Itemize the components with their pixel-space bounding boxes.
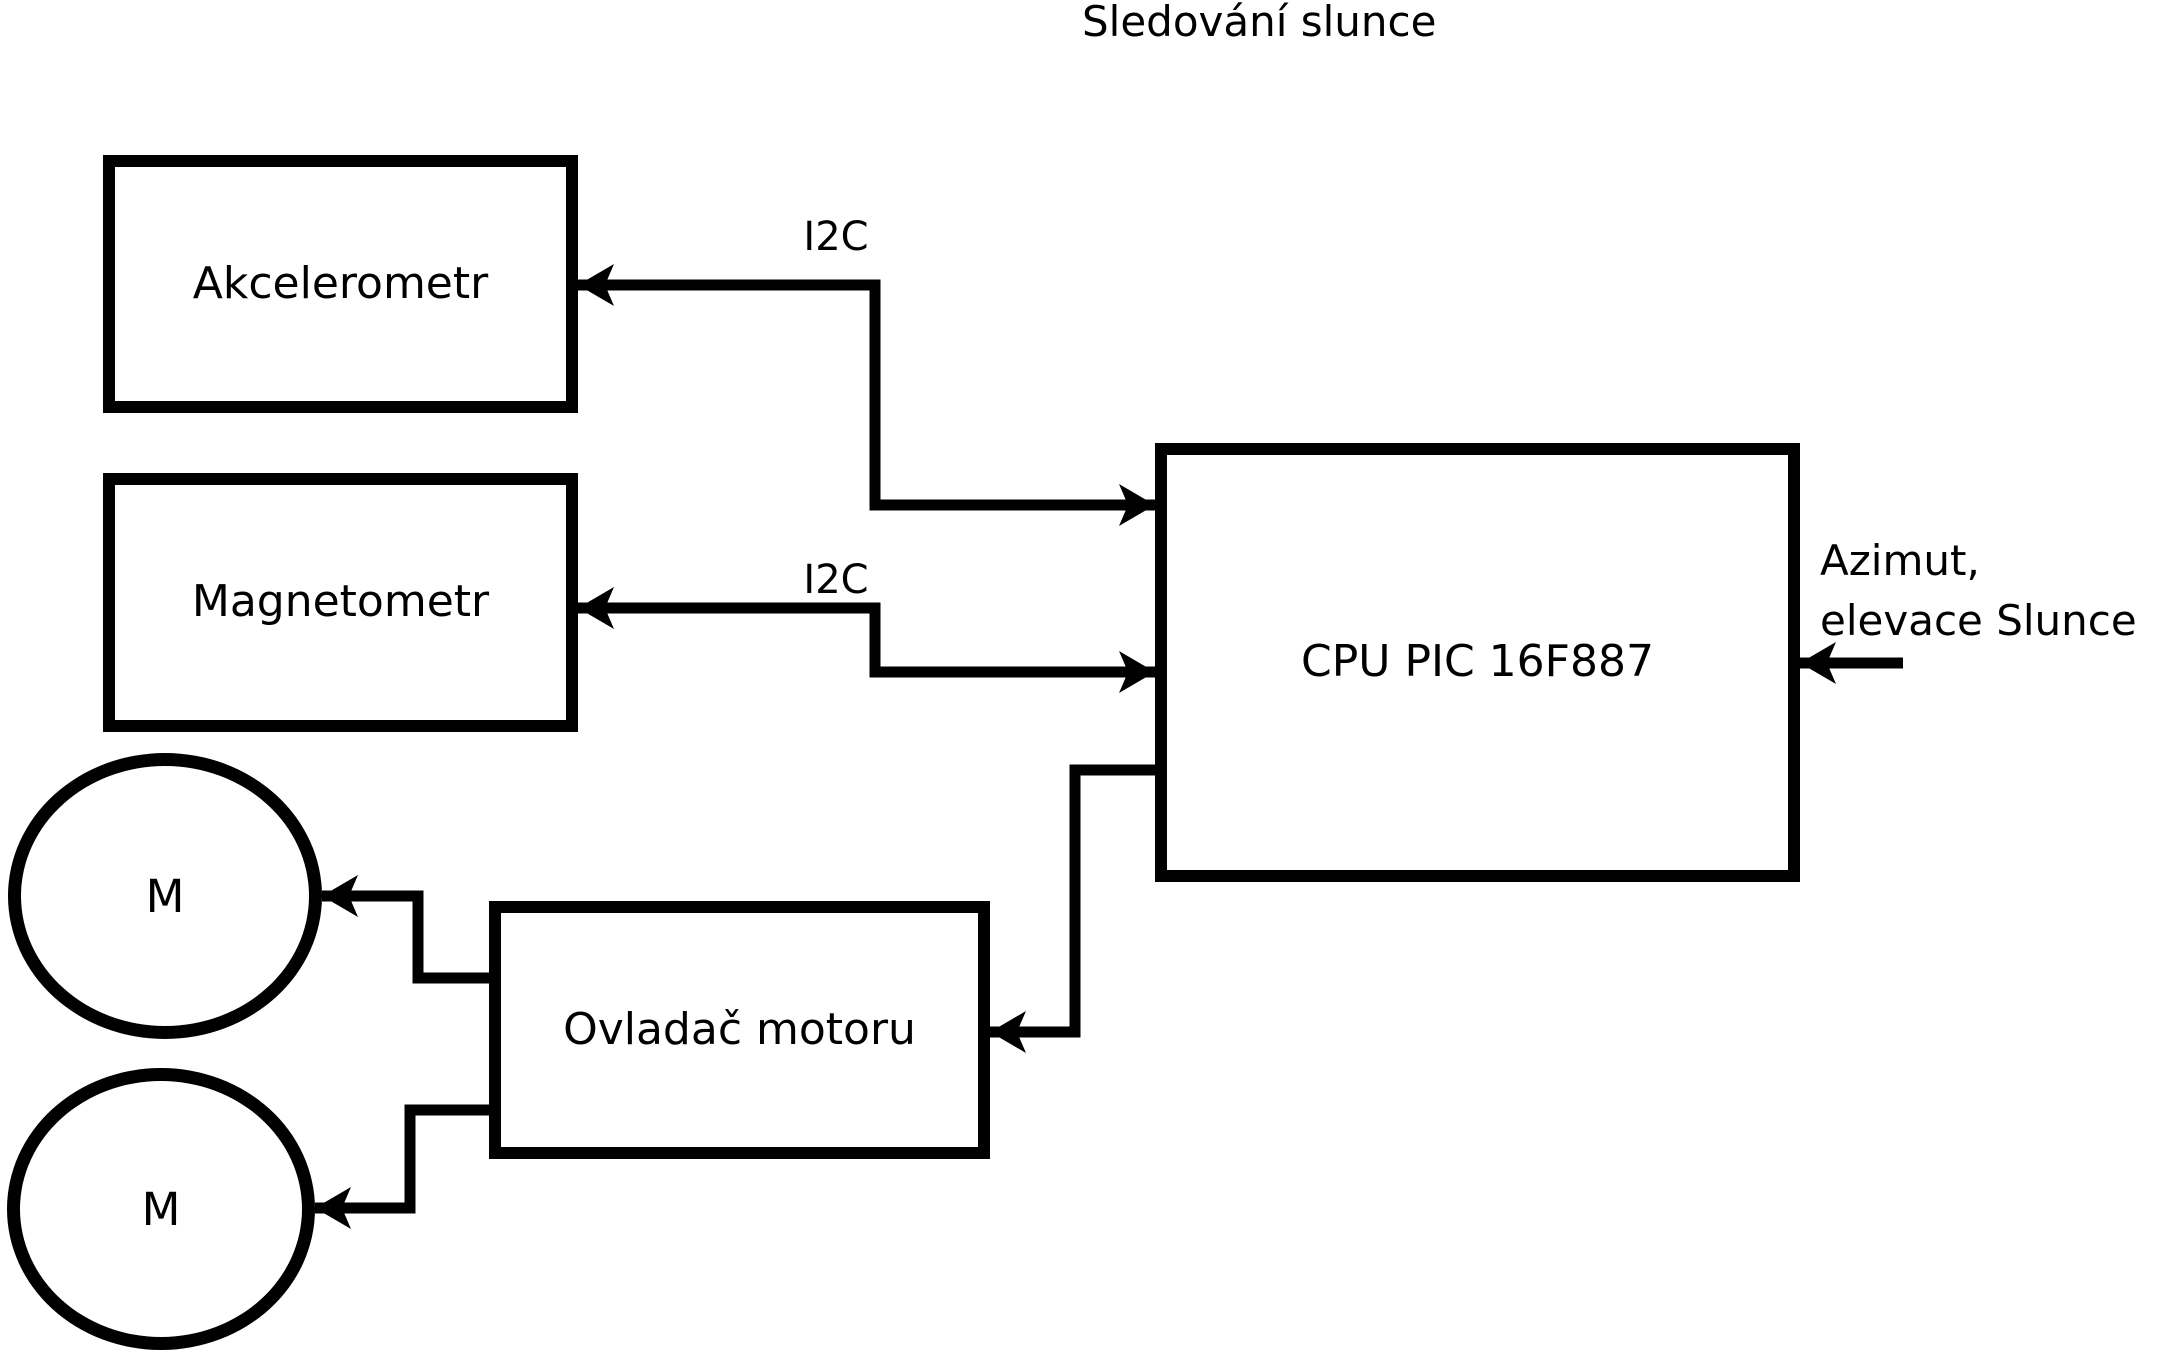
arrowhead-into-magnetometr-icon [578, 587, 614, 629]
block-cpu: CPU PIC 16F887 [1155, 443, 1800, 882]
block-magnetometr: Magnetometr [103, 473, 578, 732]
block-ovladac-motoru: Ovladač motoru [489, 901, 990, 1159]
arrowhead-into-cpu-top-icon [1119, 484, 1155, 526]
block-akcelerometr-label: Akcelerometr [192, 257, 489, 309]
arrowhead-into-akcelerometr-icon [578, 264, 614, 306]
arrowhead-into-cpu-bottom-icon [1119, 651, 1155, 693]
diagram-title: Sledování slunce [1082, 0, 1437, 46]
block-cpu-label: CPU PIC 16F887 [1301, 636, 1654, 688]
block-akcelerometr: Akcelerometr [103, 155, 578, 413]
wire-ovladac-motor1 [322, 890, 489, 984]
wire-cpu-ovladac [990, 764, 1155, 1038]
arrowhead-into-motor2-icon [315, 1187, 351, 1229]
wire-ovladac-motor2 [315, 1104, 489, 1214]
azimut-elevace-label: Azimut, elevace Slunce [1820, 531, 2137, 651]
arrowhead-into-motor1-icon [322, 875, 358, 917]
arrowhead-into-ovladac-icon [990, 1011, 1026, 1053]
block-magnetometr-label: Magnetometr [191, 576, 490, 628]
azimut-line2: elevace Slunce [1820, 596, 2137, 645]
azimut-line1: Azimut, [1820, 536, 1980, 585]
wire-i2c-akcelerometr-cpu [578, 279, 1155, 511]
motor-2-circle: M [7, 1068, 315, 1350]
motor-1-label: M [145, 869, 185, 923]
i2c-label-bottom: I2C [803, 557, 869, 603]
arrowhead-into-cpu-right-icon [1800, 642, 1836, 684]
wire-i2c-magnetometr-cpu [578, 602, 1155, 678]
motor-2-label: M [141, 1182, 181, 1236]
motor-1-circle: M [8, 753, 322, 1039]
block-ovladac-motoru-label: Ovladač motoru [563, 1003, 916, 1055]
i2c-label-top: I2C [803, 214, 869, 260]
